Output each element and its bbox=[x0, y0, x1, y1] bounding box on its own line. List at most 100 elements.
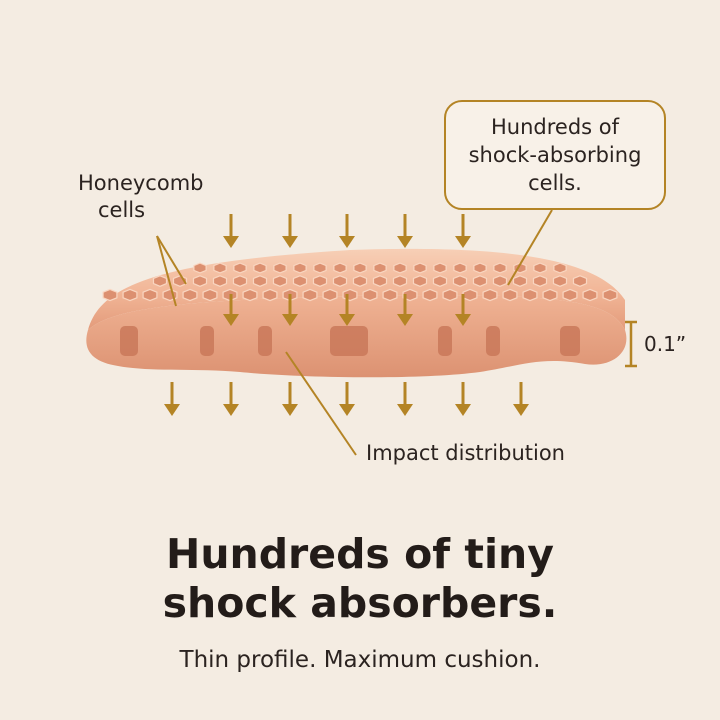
callout-box: Hundreds of shock-absorbing cells. bbox=[444, 100, 666, 210]
honeycomb-cell bbox=[533, 262, 547, 274]
side-opening bbox=[486, 326, 500, 356]
honeycomb-cell bbox=[302, 288, 318, 302]
honeycomb-cell bbox=[522, 288, 538, 302]
headline-line1: Hundreds of tiny bbox=[166, 530, 554, 578]
honeycomb-cell bbox=[202, 288, 218, 302]
honeycomb-cell bbox=[242, 288, 258, 302]
side-opening bbox=[258, 326, 272, 356]
thickness-bracket-icon bbox=[625, 320, 637, 368]
honeycomb-cell bbox=[322, 288, 338, 302]
down-arrow-icon bbox=[397, 294, 413, 326]
side-opening bbox=[330, 326, 368, 356]
callout-leader bbox=[507, 209, 553, 286]
honeycomb-cell bbox=[602, 288, 618, 302]
honeycomb-cell bbox=[253, 262, 267, 274]
down-arrow-icon bbox=[223, 294, 239, 326]
side-opening bbox=[560, 326, 580, 356]
honeycomb-cell bbox=[352, 275, 368, 287]
honeycomb-leader-1 bbox=[156, 235, 187, 285]
honeycomb-cell bbox=[233, 262, 247, 274]
force-arrows bbox=[164, 214, 529, 416]
honeycomb-cell bbox=[102, 288, 118, 302]
honeycomb-cell bbox=[193, 262, 207, 274]
down-arrow-icon bbox=[223, 382, 239, 416]
honeycomb-cell bbox=[512, 275, 528, 287]
honeycomb-cell bbox=[142, 288, 158, 302]
honeycomb-cell bbox=[312, 275, 328, 287]
side-opening bbox=[438, 326, 452, 356]
side-opening bbox=[120, 326, 138, 356]
honeycomb-cell bbox=[392, 275, 408, 287]
down-arrow-icon bbox=[339, 214, 355, 248]
honeycomb-cell bbox=[342, 288, 358, 302]
callout-line1: Hundreds of bbox=[490, 115, 620, 139]
honeycomb-leader-2 bbox=[156, 235, 177, 307]
honeycomb-cell bbox=[532, 275, 548, 287]
honeycomb-cell bbox=[502, 288, 518, 302]
headline-line2: shock absorbers. bbox=[162, 579, 558, 627]
honeycomb-cell bbox=[542, 288, 558, 302]
honeycomb-cell bbox=[262, 288, 278, 302]
honeycomb-cell bbox=[582, 288, 598, 302]
honeycomb-cell bbox=[372, 275, 388, 287]
gel-cushion bbox=[86, 248, 627, 378]
honeycomb-cell bbox=[393, 262, 407, 274]
honeycomb-cell bbox=[252, 275, 268, 287]
honeycomb-cell bbox=[552, 275, 568, 287]
down-arrow-icon bbox=[339, 382, 355, 416]
honeycomb-cell bbox=[232, 275, 248, 287]
honeycomb-cell bbox=[482, 288, 498, 302]
honeycomb-cells bbox=[102, 262, 618, 302]
down-arrow-icon bbox=[282, 382, 298, 416]
down-arrow-icon bbox=[513, 382, 529, 416]
honeycomb-cell bbox=[273, 262, 287, 274]
honeycomb-cell bbox=[492, 275, 508, 287]
honeycomb-cell bbox=[422, 288, 438, 302]
headline: Hundreds of tiny shock absorbers. bbox=[0, 530, 720, 628]
honeycomb-cell bbox=[373, 262, 387, 274]
honeycomb-cell bbox=[192, 275, 208, 287]
honeycomb-cell bbox=[473, 262, 487, 274]
honeycomb-cell bbox=[382, 288, 398, 302]
honeycomb-cell bbox=[432, 275, 448, 287]
down-arrow-icon bbox=[282, 294, 298, 326]
honeycomb-cell bbox=[212, 275, 228, 287]
thickness-label: 0.1” bbox=[644, 332, 687, 356]
honeycomb-cell bbox=[462, 288, 478, 302]
honeycomb-cell bbox=[412, 275, 428, 287]
down-arrow-icon bbox=[455, 214, 471, 248]
honeycomb-cell bbox=[332, 275, 348, 287]
down-arrow-icon bbox=[282, 214, 298, 248]
honeycomb-cell bbox=[493, 262, 507, 274]
down-arrow-icon bbox=[455, 382, 471, 416]
honeycomb-cell bbox=[313, 262, 327, 274]
honeycomb-cell bbox=[122, 288, 138, 302]
leader-lines bbox=[156, 209, 553, 456]
honeycomb-cell bbox=[453, 262, 467, 274]
down-arrow-icon bbox=[397, 382, 413, 416]
subtitle: Thin profile. Maximum cushion. bbox=[179, 647, 541, 673]
impact-distribution-label: Impact distribution bbox=[366, 441, 565, 465]
honeycomb-cell bbox=[353, 262, 367, 274]
honeycomb-cell bbox=[433, 262, 447, 274]
honeycomb-cell bbox=[442, 288, 458, 302]
honeycomb-cell bbox=[182, 288, 198, 302]
down-arrow-icon bbox=[397, 214, 413, 248]
honeycomb-cell bbox=[562, 288, 578, 302]
honeycomb-cell bbox=[292, 275, 308, 287]
down-arrow-icon bbox=[223, 214, 239, 248]
impact-leader bbox=[285, 351, 357, 456]
honeycomb-cell bbox=[272, 275, 288, 287]
honeycomb-cell bbox=[362, 288, 378, 302]
honeycomb-label-line1: Honeycomb bbox=[78, 171, 204, 195]
honeycomb-cell bbox=[152, 275, 168, 287]
honeycomb-cell bbox=[553, 262, 567, 274]
honeycomb-label-line2: cells bbox=[98, 198, 146, 222]
honeycomb-cell bbox=[452, 275, 468, 287]
honeycomb-cell bbox=[213, 262, 227, 274]
honeycomb-cell bbox=[333, 262, 347, 274]
down-arrow-icon bbox=[455, 294, 471, 326]
side-opening bbox=[200, 326, 214, 356]
callout-line2: shock-absorbing bbox=[468, 143, 642, 167]
